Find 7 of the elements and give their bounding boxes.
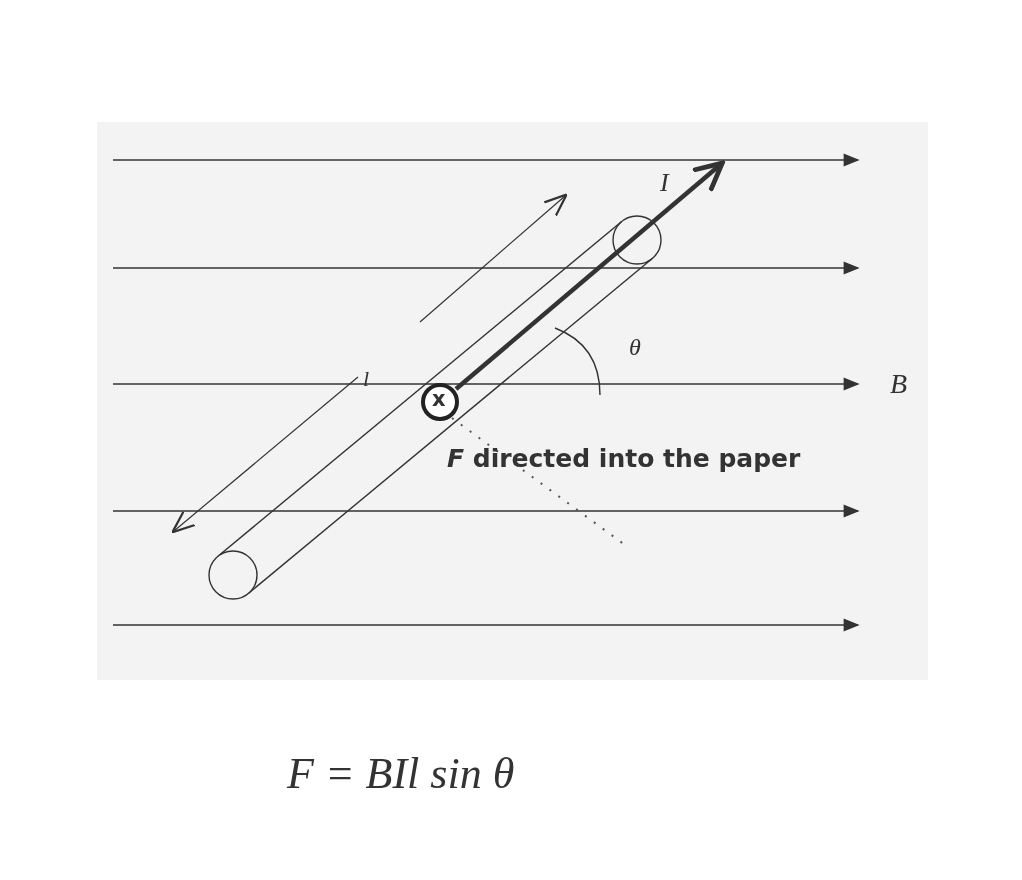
length-label: l: [363, 368, 370, 390]
angle-label: θ: [629, 335, 641, 359]
cross-label: x: [432, 389, 446, 410]
current-label: I: [660, 170, 669, 196]
field-label: B: [890, 370, 908, 398]
force-note: F directed into the paper: [447, 446, 801, 471]
formula: F = BIl sin θ: [287, 752, 515, 796]
